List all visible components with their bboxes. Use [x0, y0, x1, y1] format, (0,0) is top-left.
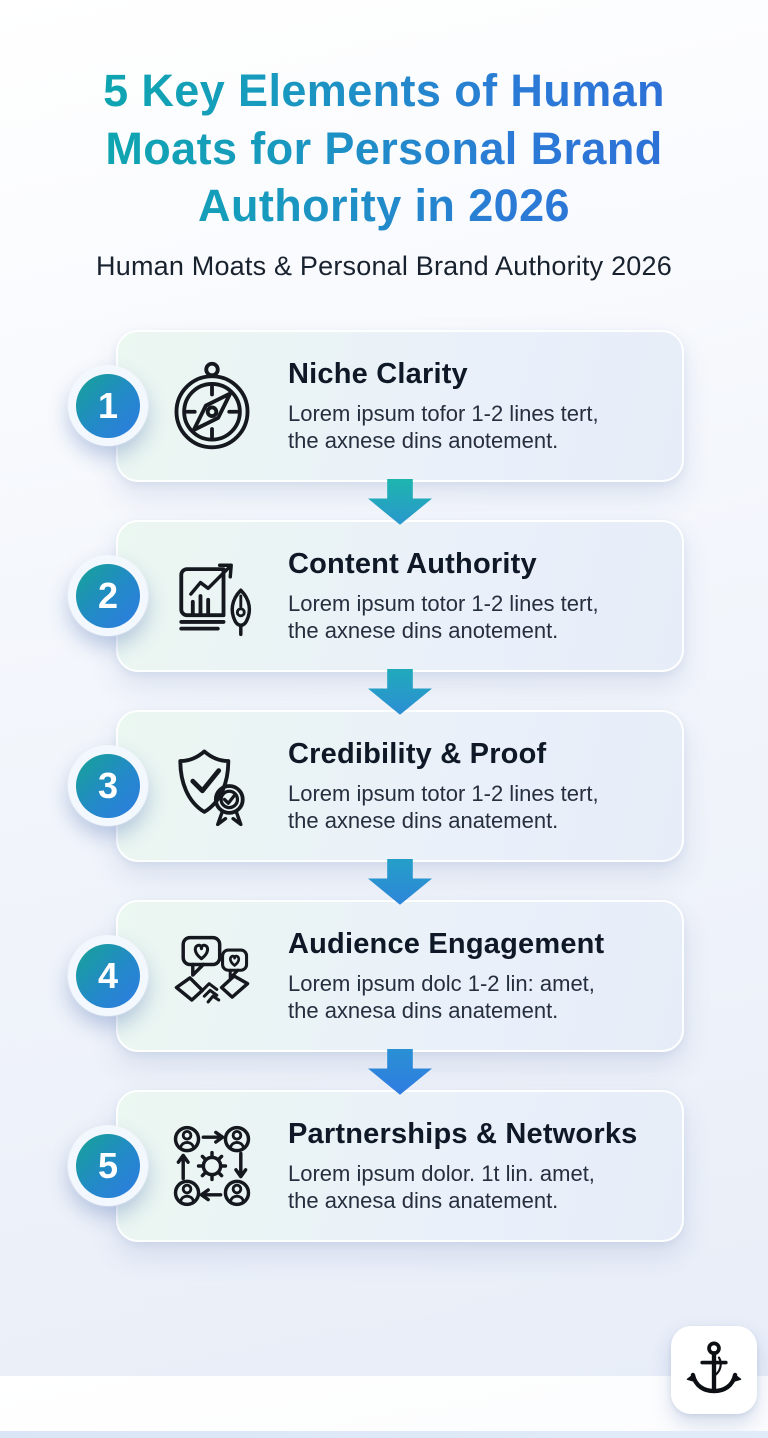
card-body: Lorem ipsum totor 1-2 lines tert, the ax…	[288, 590, 599, 645]
page-title-line-1: 5 Key Elements of Human	[103, 65, 665, 116]
card-body-line-1: Lorem ipsum dolor. 1t lin. amet,	[288, 1160, 595, 1186]
step-credibility-proof: Credibility & Proof Lorem ipsum totor 1-…	[68, 709, 684, 905]
steps-list: Niche Clarity Lorem ipsum tofor 1-2 line…	[68, 329, 684, 1242]
down-arrow-icon	[368, 668, 432, 715]
icon-box	[164, 358, 260, 454]
icon-box	[164, 928, 260, 1024]
book-chart-pen-icon	[179, 563, 252, 636]
card-body: Lorem ipsum totor 1-2 lines tert, the ax…	[288, 780, 599, 835]
icon-box	[164, 548, 260, 644]
card-body-line-1: Lorem ipsum tofor 1-2 lines tert,	[288, 400, 599, 426]
card-body-line-2: the axnesa dins anatement.	[288, 1187, 559, 1213]
network-gear-icon	[173, 1125, 251, 1206]
down-arrow-icon	[368, 478, 432, 525]
card-texts: Niche Clarity Lorem ipsum tofor 1-2 line…	[288, 358, 599, 455]
card-texts: Audience Engagement Lorem ipsum dolc 1-2…	[288, 928, 604, 1025]
handshake-chat-icon	[174, 935, 250, 1004]
shield-check-badge-icon	[178, 749, 245, 826]
card-texts: Content Authority Lorem ipsum totor 1-2 …	[288, 548, 599, 645]
down-arrow-icon	[368, 858, 432, 905]
card-audience-engagement: Audience Engagement Lorem ipsum dolc 1-2…	[116, 899, 684, 1052]
card-credibility-proof: Credibility & Proof Lorem ipsum totor 1-…	[116, 709, 684, 862]
card-title: Audience Engagement	[288, 927, 605, 960]
icon-box	[164, 738, 260, 834]
card-title: Content Authority	[288, 547, 537, 580]
step-number-badge: 4	[68, 935, 148, 1016]
icon-box	[164, 1118, 260, 1214]
step-number: 2	[76, 563, 140, 628]
page-title-line-2: Moats for Personal Brand	[105, 122, 663, 174]
step-audience-engagement: Audience Engagement Lorem ipsum dolc 1-2…	[68, 899, 684, 1095]
card-body-line-2: the axnese dins anatement.	[288, 807, 559, 833]
step-number-badge: 3	[68, 745, 148, 826]
step-number-badge: 2	[68, 555, 148, 636]
page-subtitle: Human Moats & Personal Brand Authority 2…	[96, 250, 672, 281]
step-number-badge: 5	[68, 1125, 148, 1206]
step-partnerships-networks: Partnerships & Networks Lorem ipsum dolo…	[68, 1089, 684, 1242]
page-title: 5 Key Elements of Human Moats for Person…	[34, 62, 734, 235]
card-niche-clarity: Niche Clarity Lorem ipsum tofor 1-2 line…	[116, 329, 684, 482]
card-texts: Partnerships & Networks Lorem ipsum dolo…	[288, 1118, 638, 1215]
card-partnerships-networks: Partnerships & Networks Lorem ipsum dolo…	[116, 1089, 684, 1242]
step-number: 5	[76, 1133, 140, 1198]
step-content-authority: Content Authority Lorem ipsum totor 1-2 …	[68, 519, 684, 715]
card-content-authority: Content Authority Lorem ipsum totor 1-2 …	[116, 519, 684, 672]
step-number: 1	[76, 373, 140, 438]
brand-logo	[671, 1326, 757, 1414]
card-body: Lorem ipsum dolc 1-2 lin: amet, the axne…	[288, 970, 604, 1025]
card-body-line-1: Lorem ipsum totor 1-2 lines tert,	[288, 590, 599, 616]
card-body-line-2: the axnesa dins anatement.	[288, 997, 559, 1023]
step-number: 3	[76, 753, 140, 818]
card-texts: Credibility & Proof Lorem ipsum totor 1-…	[288, 738, 599, 835]
card-title: Niche Clarity	[288, 357, 468, 390]
card-body: Lorem ipsum tofor 1-2 lines tert, the ax…	[288, 400, 599, 455]
compass-icon	[174, 361, 250, 449]
page-title-line-3: Authority in 2026	[198, 180, 570, 232]
card-body-line-1: Lorem ipsum totor 1-2 lines tert,	[288, 780, 599, 806]
step-number-badge: 1	[68, 365, 148, 446]
card-title: Partnerships & Networks	[288, 1117, 638, 1150]
card-body: Lorem ipsum dolor. 1t lin. amet, the axn…	[288, 1160, 638, 1215]
anchor-icon	[686, 1341, 742, 1394]
down-arrow-icon	[368, 1048, 432, 1095]
card-body-line-1: Lorem ipsum dolc 1-2 lin: amet,	[288, 970, 595, 996]
step-niche-clarity: Niche Clarity Lorem ipsum tofor 1-2 line…	[68, 329, 684, 525]
card-body-line-2: the axnese dins anotement.	[288, 617, 559, 643]
card-title: Credibility & Proof	[288, 737, 547, 770]
step-number: 4	[76, 943, 140, 1008]
card-body-line-2: the axnese dins anotement.	[288, 427, 559, 453]
